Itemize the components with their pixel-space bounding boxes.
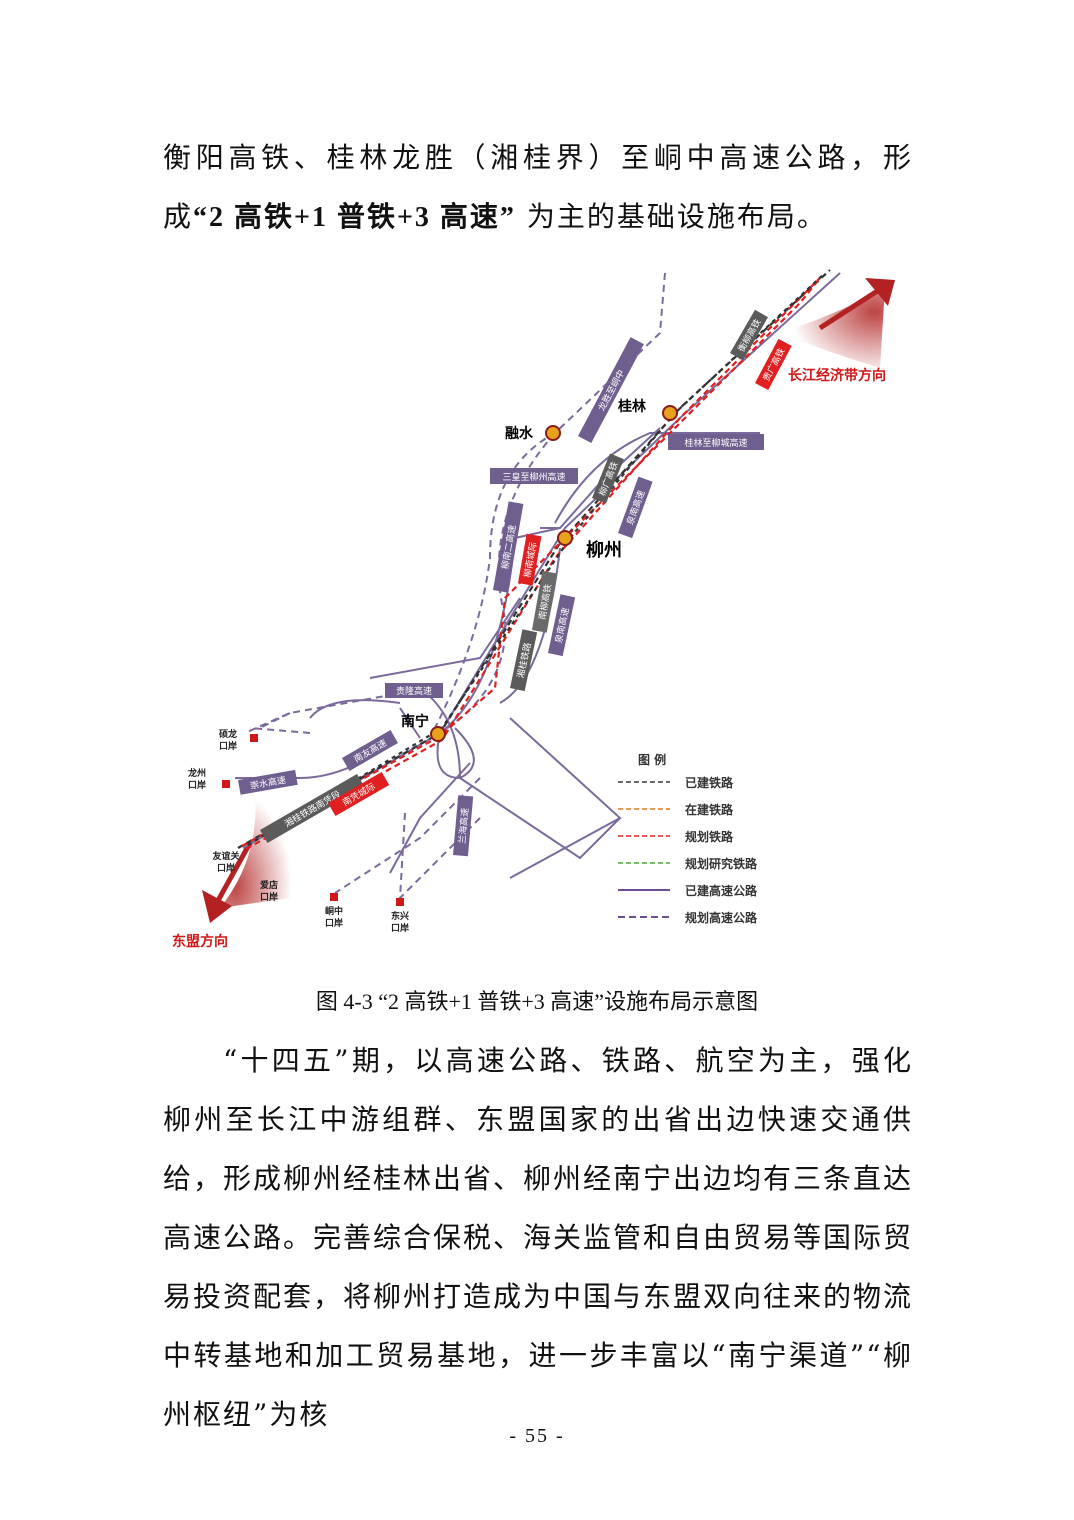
legend-label-planned-highway: 规划高速公路 — [685, 910, 758, 925]
port-longzhou-name: 龙州 — [187, 767, 206, 779]
port-dongzhong-suffix: 口岸 — [325, 917, 343, 929]
port-shuolong: 硕龙 口岸 — [219, 728, 258, 752]
city-rongshui: 融水 — [505, 425, 561, 442]
port-dongxing: 东兴 口岸 — [391, 898, 409, 934]
ports: 硕龙 口岸 龙州 口岸 友谊关 口岸 爱店 口岸 峒中 口岸 东兴 口岸 — [187, 728, 409, 934]
port-aidian-suffix: 口岸 — [260, 891, 278, 903]
legend-label-planned-rail: 规划铁路 — [685, 829, 734, 844]
port-longzhou-suffix: 口岸 — [188, 779, 206, 791]
paragraph-intro-part2: 为主的基础设施布局。 — [526, 200, 827, 233]
legend-label-building-rail: 在建铁路 — [685, 802, 734, 817]
paragraph-main: “十四五”期，以高速公路、铁路、航空为主，强化柳州至长江中游组群、东盟国家的出省… — [163, 1044, 914, 1431]
port-aidian: 爱店 口岸 — [260, 879, 278, 903]
infrastructure-map: 三皇至柳州高速 桂林至柳城高速 贵隆高速 崇水高速 南友高速 湘桂铁路南凭段 南… — [172, 269, 895, 950]
paragraph-intro-part1: 衡阳高铁、桂林龙胜（湘桂界）至峒中高速公路，形成 — [163, 141, 913, 233]
label-sanhuang: 三皇至柳州高速 — [502, 471, 565, 483]
legend-title: 图 例 — [638, 752, 666, 767]
direction-south-label: 东盟方向 — [172, 933, 228, 950]
city-nanning: 南宁 — [401, 713, 446, 742]
paragraph-intro: 衡阳高铁、桂林龙胜（湘桂界）至峒中高速公路，形成“2 高铁+1 普铁+3 高速”… — [163, 128, 913, 247]
figure-caption: 图 4-3 “2 高铁+1 普铁+3 高速”设施布局示意图 — [315, 989, 759, 1014]
legend-label-study-rail: 规划研究铁路 — [685, 856, 758, 871]
direction-north-label: 长江经济带方向 — [788, 367, 886, 384]
city-guilin-label: 桂林 — [617, 398, 646, 415]
port-dongxing-name: 东兴 — [391, 910, 409, 922]
legend-label-built-highway: 已建高速公路 — [685, 883, 758, 898]
port-shuolong-name: 硕龙 — [219, 728, 237, 740]
port-aidian-name: 爱店 — [260, 879, 278, 891]
legend-label-built-rail: 已建铁路 — [685, 775, 734, 790]
city-nanning-label: 南宁 — [401, 713, 429, 730]
label-beiqin: 兰海高速 — [456, 807, 471, 844]
port-dongzhong: 峒中 口岸 — [325, 893, 343, 929]
port-youyiguan-suffix: 口岸 — [217, 862, 235, 874]
port-dongzhong-name: 峒中 — [325, 905, 343, 917]
port-youyiguan-name: 友谊关 — [212, 850, 239, 862]
south-arrow — [202, 793, 292, 923]
port-longzhou: 龙州 口岸 — [187, 767, 230, 791]
paragraph-intro-bold: “2 高铁+1 普铁+3 高速” — [193, 202, 516, 233]
label-guilong: 贵隆高速 — [396, 685, 432, 697]
page-number: - 55 - — [509, 1425, 565, 1447]
label-guilin-liucheng: 桂林至柳城高速 — [684, 437, 747, 449]
city-rongshui-label: 融水 — [505, 425, 534, 442]
legend: 图 例 已建铁路 在建铁路 规划铁路 规划研究铁路 已建高速公路 规划高速公路 — [618, 752, 758, 925]
city-liuzhou: 柳州 — [557, 530, 622, 561]
city-guilin: 桂林 — [617, 398, 678, 421]
north-arrow — [780, 278, 895, 368]
city-liuzhou-label: 柳州 — [586, 539, 622, 561]
port-dongxing-suffix: 口岸 — [391, 922, 409, 934]
port-shuolong-suffix: 口岸 — [219, 740, 237, 752]
port-youyiguan: 友谊关 口岸 — [212, 850, 239, 874]
